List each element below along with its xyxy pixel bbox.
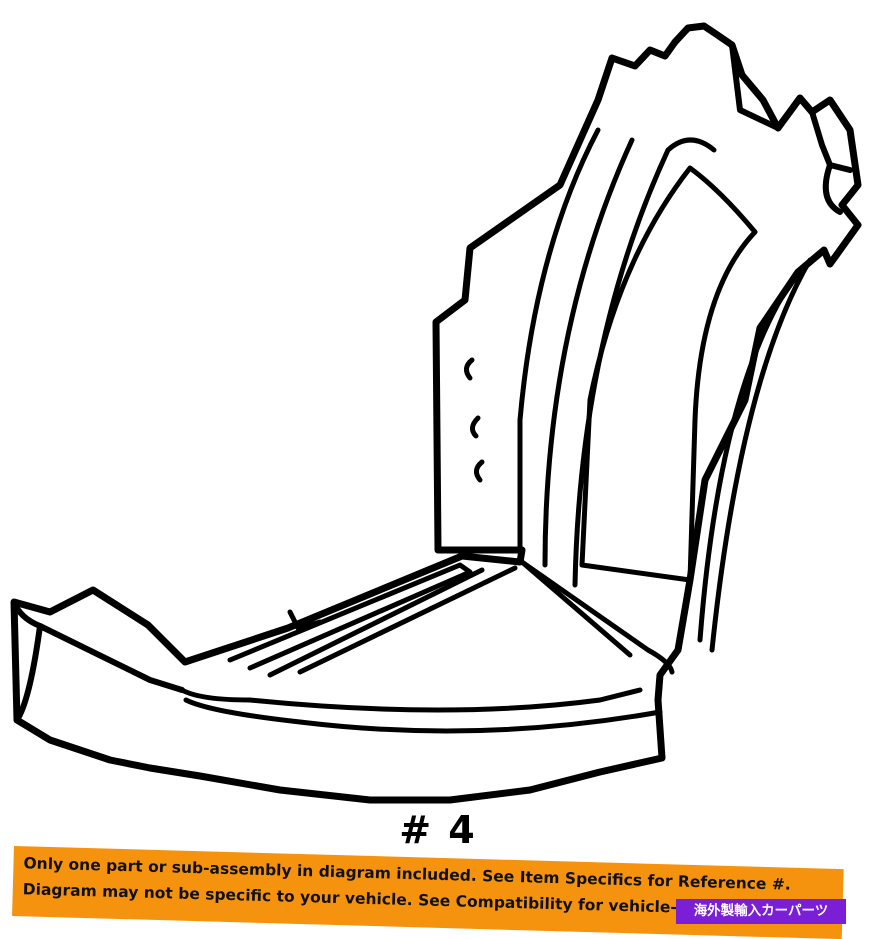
backrest-window <box>579 165 758 583</box>
frame-outline <box>10 22 862 804</box>
backrest-curve-1 <box>517 127 601 553</box>
backrest-curve-3 <box>572 137 717 588</box>
clip-mark-1 <box>464 357 475 381</box>
clip-mark-2 <box>470 415 481 439</box>
backrest-edge-right <box>697 269 801 643</box>
clip-mark-3 <box>474 459 485 483</box>
seat-rail-1 <box>227 562 473 671</box>
part-number-label: # 4 <box>399 808 477 852</box>
seat-rail-3 <box>297 565 518 675</box>
backrest-curve-2 <box>542 137 635 568</box>
seat-rail-2 <box>267 567 485 678</box>
shop-badge: 海外製輸入カーパーツ <box>676 899 846 924</box>
